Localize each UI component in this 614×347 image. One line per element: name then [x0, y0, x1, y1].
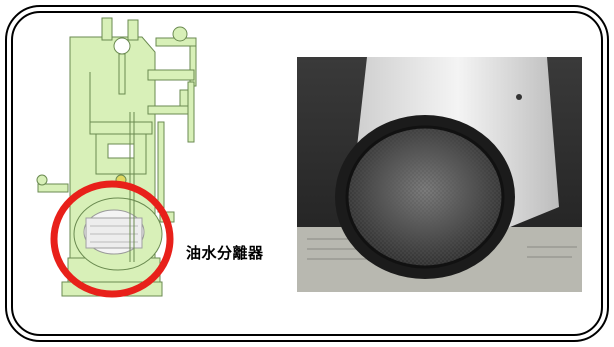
- separator-filter-photo: [297, 57, 582, 292]
- separator-label: 油水分離器: [186, 244, 264, 262]
- highlight-ring: [50, 180, 174, 298]
- separator-machine-drawing: [36, 17, 197, 298]
